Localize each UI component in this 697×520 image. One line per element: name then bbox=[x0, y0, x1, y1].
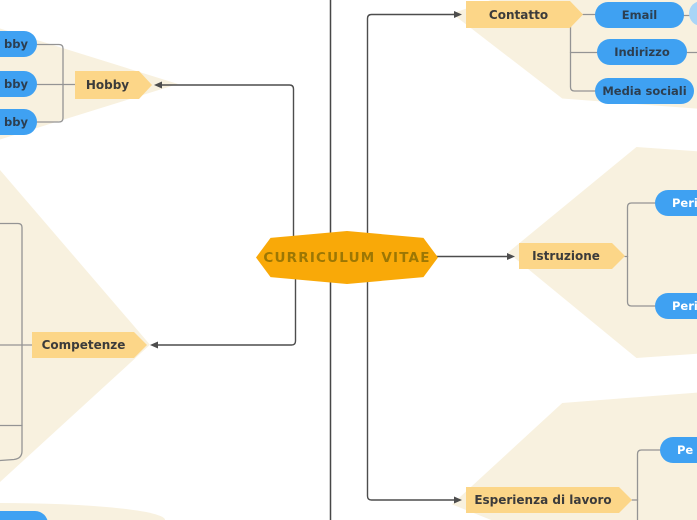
arrowhead-istruzione bbox=[507, 253, 515, 260]
subtopic-email[interactable]: Email bbox=[595, 2, 684, 28]
connector-center-contatto bbox=[366, 13, 455, 258]
bracket-contatto-media bbox=[569, 13, 596, 92]
subtopic-bottom-left[interactable] bbox=[0, 511, 48, 520]
arrowhead-esperienza bbox=[454, 496, 462, 504]
subtopic-periodo-lavoro-1[interactable]: Pe bbox=[660, 437, 697, 463]
bracket-competenze-children bbox=[0, 222, 23, 462]
subtopic-indirizzo[interactable]: Indirizzo bbox=[597, 39, 687, 65]
branch-esperienza-di-lavoro[interactable]: Esperienza di lavoro bbox=[466, 487, 632, 513]
branch-contatto[interactable]: Contatto bbox=[466, 1, 583, 28]
central-topic-curriculum-vitae[interactable]: CURRICULUM VITAE bbox=[256, 231, 438, 284]
arrowhead-competenze bbox=[150, 341, 158, 349]
subtopic-periodo-istruzione-2[interactable]: Peri bbox=[655, 293, 697, 319]
bracket-esperienza-top bbox=[636, 449, 661, 501]
branch-competenze[interactable]: Competenze bbox=[32, 332, 147, 358]
subtopic-periodo-istruzione-1[interactable]: Peri bbox=[655, 190, 697, 216]
subtopic-highlight-top-right[interactable] bbox=[689, 1, 697, 26]
bracket-hobby-children bbox=[36, 43, 64, 123]
branch-istruzione[interactable]: Istruzione bbox=[519, 243, 625, 269]
connector-center-esperienza bbox=[366, 256, 455, 501]
bracket-istruzione-top bbox=[626, 202, 656, 258]
connector-center-competenze bbox=[157, 256, 297, 346]
connector-center-hobby bbox=[161, 84, 295, 258]
branch-hobby[interactable]: Hobby bbox=[75, 71, 152, 99]
subtopic-hobby-3[interactable]: bby bbox=[0, 109, 37, 135]
subtopic-media-sociali[interactable]: Media sociali bbox=[595, 78, 694, 104]
bracket-istruzione-bottom bbox=[626, 255, 656, 307]
subtopic-hobby-2[interactable]: bby bbox=[0, 71, 37, 97]
subtopic-hobby-1[interactable]: bby bbox=[0, 31, 37, 57]
arrowhead-contatto bbox=[454, 11, 462, 18]
arrowhead-hobby bbox=[154, 81, 162, 89]
